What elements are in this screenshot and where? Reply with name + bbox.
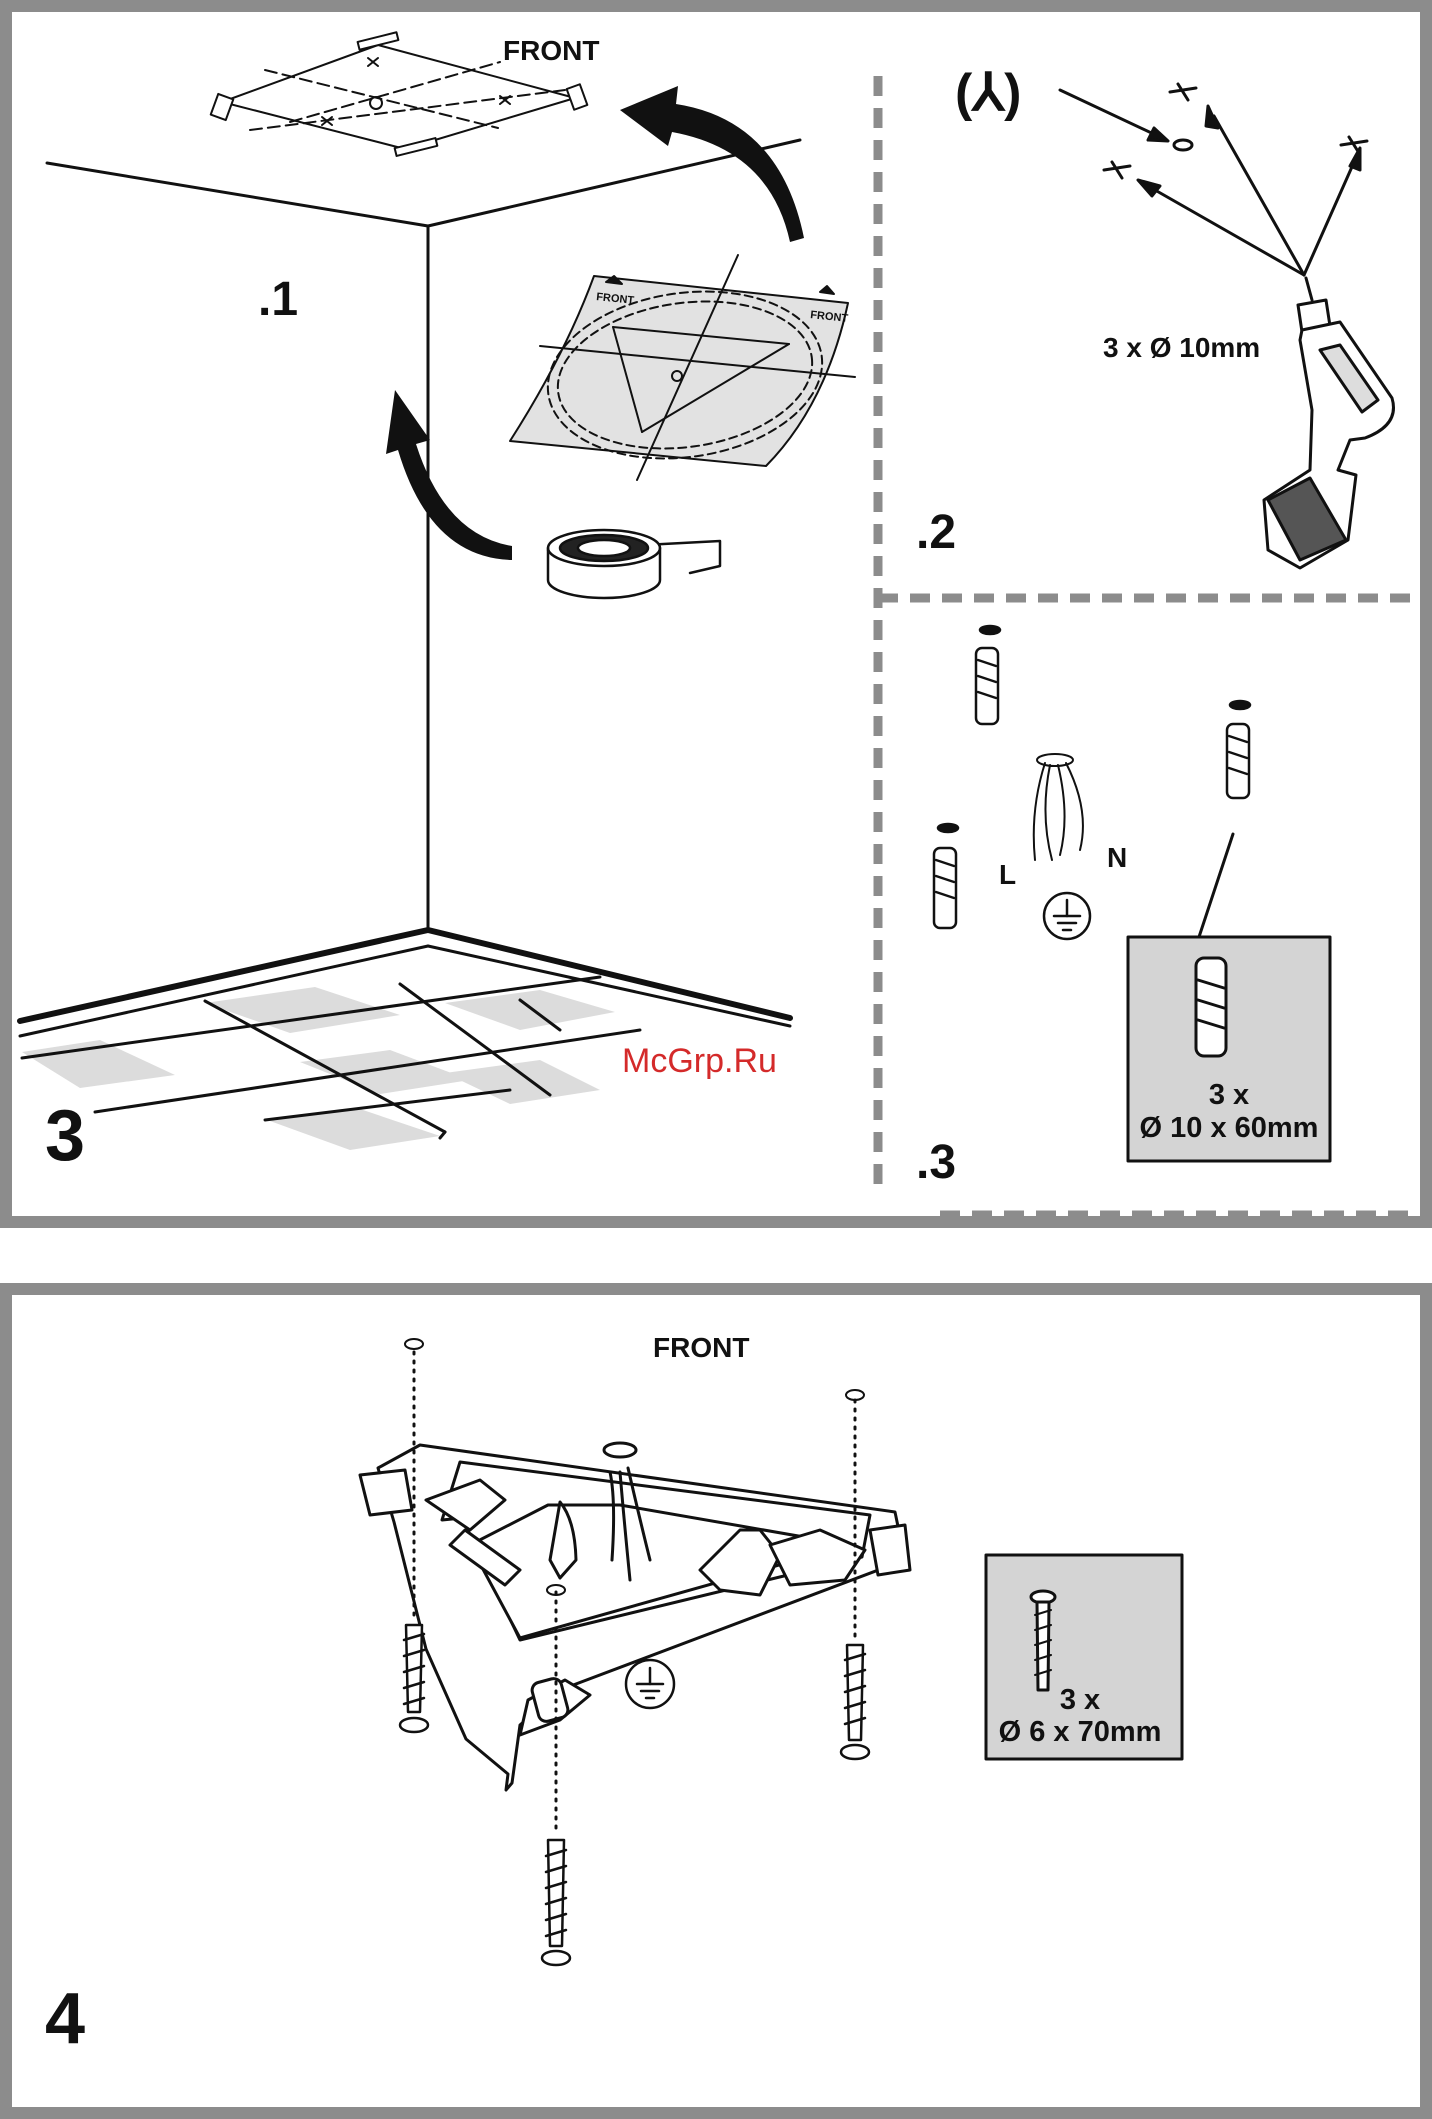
substep-1: .1	[258, 273, 298, 326]
drill-symbol: (⅄)	[955, 64, 1021, 122]
step-4-illustration: 4 FRONT 3 x Ø 6 x 70mm	[12, 1295, 1420, 2107]
step-number: 3	[45, 1096, 85, 1176]
ceiling-wires	[1034, 754, 1083, 860]
step-3-illustration: 3 FRONT FRONT FRONT .1 .2 .3 (⅄) 3 x Ø 1…	[12, 12, 1420, 1216]
plug-size: Ø 10 x 60mm	[1140, 1112, 1319, 1144]
substep-2: .2	[916, 506, 956, 559]
front-label: FRONT	[653, 1332, 749, 1363]
step-number: 4	[45, 1979, 85, 2059]
mounting-bracket	[360, 1443, 910, 1790]
earth-ground-icon	[1044, 893, 1090, 939]
screw-size: Ø 6 x 70mm	[999, 1716, 1162, 1748]
wall-plug-icon	[934, 626, 1250, 928]
drill-targets	[1060, 84, 1367, 275]
step-4-panel: 4 FRONT 3 x Ø 6 x 70mm	[0, 1283, 1432, 2119]
step-3-panel: 3 FRONT FRONT FRONT .1 .2 .3 (⅄) 3 x Ø 1…	[0, 0, 1432, 1228]
room-outline	[20, 140, 800, 1036]
watermark: McGrp.Ru	[622, 1042, 777, 1080]
drill-spec: 3 x Ø 10mm	[1103, 332, 1260, 363]
wire-neutral-label: N	[1107, 842, 1127, 873]
drill-icon	[1264, 278, 1393, 568]
wire-live-label: L	[999, 859, 1016, 890]
front-label: FRONT	[503, 35, 599, 66]
plug-count: 3 x	[1209, 1079, 1249, 1111]
tape-roll-icon	[548, 530, 720, 598]
screw-count: 3 x	[1060, 1684, 1100, 1716]
earth-ground-icon	[626, 1660, 674, 1708]
substep-3: .3	[916, 1136, 956, 1189]
paper-template	[510, 255, 855, 480]
